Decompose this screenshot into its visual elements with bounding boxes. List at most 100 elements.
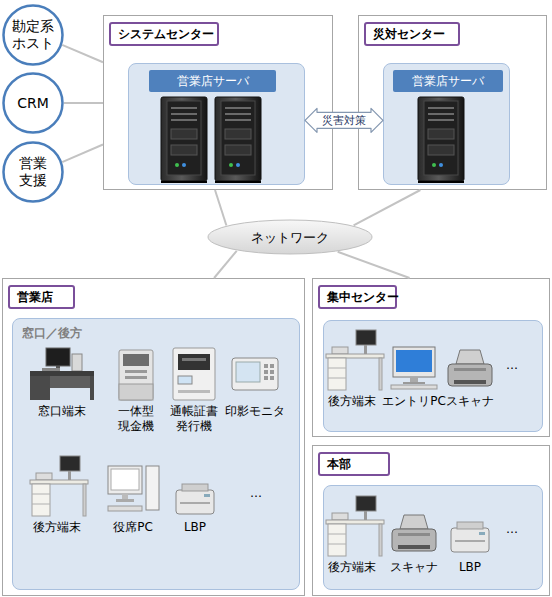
seal-monitor-icon	[264, 370, 268, 374]
teller-terminal-icon	[46, 348, 70, 366]
passbook-printer-icon	[178, 390, 210, 393]
laser-printer-icon	[176, 484, 489, 552]
area-label: 窓口／後方	[22, 325, 82, 342]
inner-panel	[323, 485, 543, 590]
seal-monitor-icon	[270, 370, 274, 374]
seal-monitor-icon	[232, 358, 278, 390]
server-bar: 営業店サーバ	[393, 70, 503, 92]
cash-machine-icon	[119, 350, 153, 400]
outline-shape	[2, 141, 64, 203]
teller-terminal-icon	[72, 354, 82, 371]
server-bar: 営業店サーバ	[149, 70, 276, 92]
passbook-printer-icon	[178, 376, 192, 384]
device-caption: 後方端末	[317, 394, 387, 409]
scanner-icon	[448, 350, 492, 386]
manager-pc-icon	[122, 494, 128, 499]
teller-terminal-icon	[30, 348, 94, 400]
tab-heading: 集中センター	[318, 285, 397, 309]
manager-pc-icon	[116, 499, 134, 502]
device-caption: スキャナ	[440, 394, 500, 409]
tab-heading: 営業店	[8, 285, 75, 309]
cash-machine-icon	[125, 370, 147, 373]
network-ellipse: ネットワーク	[207, 219, 373, 255]
link-line	[62, 45, 103, 62]
link-line	[215, 190, 226, 225]
cash-machine-icon	[119, 384, 153, 400]
passbook-printer-icon	[182, 358, 206, 361]
scanner-icon	[392, 350, 492, 551]
block-arrow	[305, 108, 383, 132]
inner-panel	[323, 320, 543, 432]
device-caption: 通帳証書 発行機	[168, 404, 220, 434]
outline-shape	[207, 219, 373, 255]
seal-monitor-icon	[264, 364, 268, 368]
device-caption: 役席PC	[103, 520, 163, 535]
outline-shape	[2, 72, 64, 134]
teller-terminal-icon	[30, 371, 94, 376]
back-office-terminal-icon	[30, 330, 384, 556]
server-tower	[418, 97, 464, 183]
entry-pc-icon	[403, 382, 425, 384]
device-caption: エントリPC	[379, 394, 449, 409]
teller-terminal-icon	[42, 368, 60, 371]
passbook-printer-icon	[173, 348, 215, 400]
cash-machine-icon	[123, 354, 149, 366]
seal-monitor-icon	[264, 376, 268, 380]
site-box: 本部	[312, 445, 550, 596]
passbook-printer-icon	[178, 354, 210, 370]
teller-terminal-icon	[90, 376, 94, 400]
circle-outline	[4, 74, 63, 133]
site-box: 営業店窓口／後方	[2, 278, 305, 596]
work-area: 窓口／後方	[12, 318, 300, 590]
cash-machine-icon	[125, 376, 147, 379]
system-circle: 営業 支援	[2, 141, 64, 203]
link-line	[214, 251, 237, 278]
entry-pc-icon	[396, 350, 432, 372]
seal-monitor-icon	[270, 376, 274, 380]
seal-monitor-icon	[236, 362, 260, 382]
edge-label: 災害対策	[322, 113, 366, 128]
tab-heading: 災対センター	[364, 22, 460, 46]
link-line	[62, 145, 103, 163]
entry-pc-icon	[391, 385, 437, 389]
ellipsis-mark: …	[497, 358, 527, 373]
device-caption: 後方端末	[22, 520, 92, 535]
teller-terminal-icon	[30, 376, 50, 400]
manager-pc-icon	[146, 466, 159, 510]
circle-label: CRM	[10, 95, 56, 112]
device-caption: スキャナ	[384, 560, 444, 575]
ellipsis-mark: …	[241, 486, 271, 501]
link-line	[354, 190, 421, 225]
manager-pc-icon	[108, 466, 142, 494]
manager-pc-icon	[108, 466, 159, 511]
cash-machine-icon	[119, 350, 153, 400]
server-tower	[161, 97, 207, 183]
laser-printer-icon	[176, 484, 214, 514]
site-box: 災対センター営業店サーバ	[358, 15, 547, 190]
back-office-terminal-icon	[326, 330, 384, 390]
system-circle: CRM	[2, 72, 64, 134]
device-caption: LBP	[170, 520, 220, 535]
teller-terminal-icon	[50, 376, 90, 388]
laser-printer-icon	[451, 522, 489, 552]
device-caption: 窓口端末	[27, 404, 97, 419]
network-label: ネットワーク	[251, 229, 329, 246]
device-caption: 一体型 現金機	[114, 404, 158, 434]
server-tower	[215, 97, 261, 183]
manager-pc-icon	[108, 506, 142, 511]
scanner-icon	[392, 515, 436, 551]
circle-label: 勘定系 ホスト	[10, 18, 56, 52]
server-tower	[161, 97, 464, 183]
back-office-terminal-icon	[326, 496, 384, 556]
circle-label: 営業 支援	[16, 155, 50, 189]
entry-pc-icon	[393, 347, 435, 377]
device-caption: LBP	[445, 560, 495, 575]
site-box: システムセンター営業店サーバ	[103, 15, 333, 190]
tab-heading: 本部	[318, 452, 390, 476]
entry-pc-icon	[410, 377, 418, 382]
teller-terminal-icon	[56, 366, 60, 371]
